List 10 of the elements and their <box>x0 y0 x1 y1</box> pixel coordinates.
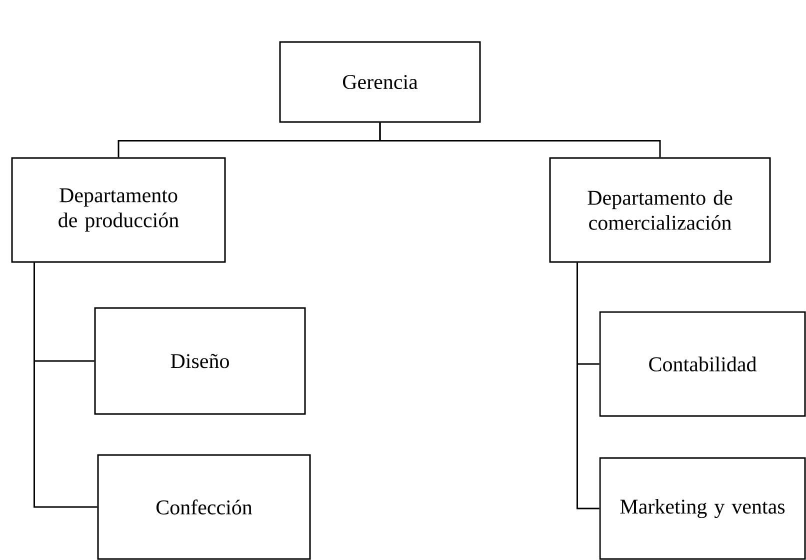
connector-line <box>34 262 98 508</box>
org-box: Diseño <box>94 307 306 415</box>
org-box: Departamento de producción <box>11 157 226 263</box>
connector-line <box>379 122 661 158</box>
org-box: Gerencia <box>279 41 481 123</box>
org-box: Confección <box>97 454 311 560</box>
connector-line <box>576 262 600 510</box>
org-box: Marketing y ventas <box>599 457 806 560</box>
org-box: Contabilidad <box>599 311 806 417</box>
org-box: Departamento de comercialización <box>549 157 771 263</box>
